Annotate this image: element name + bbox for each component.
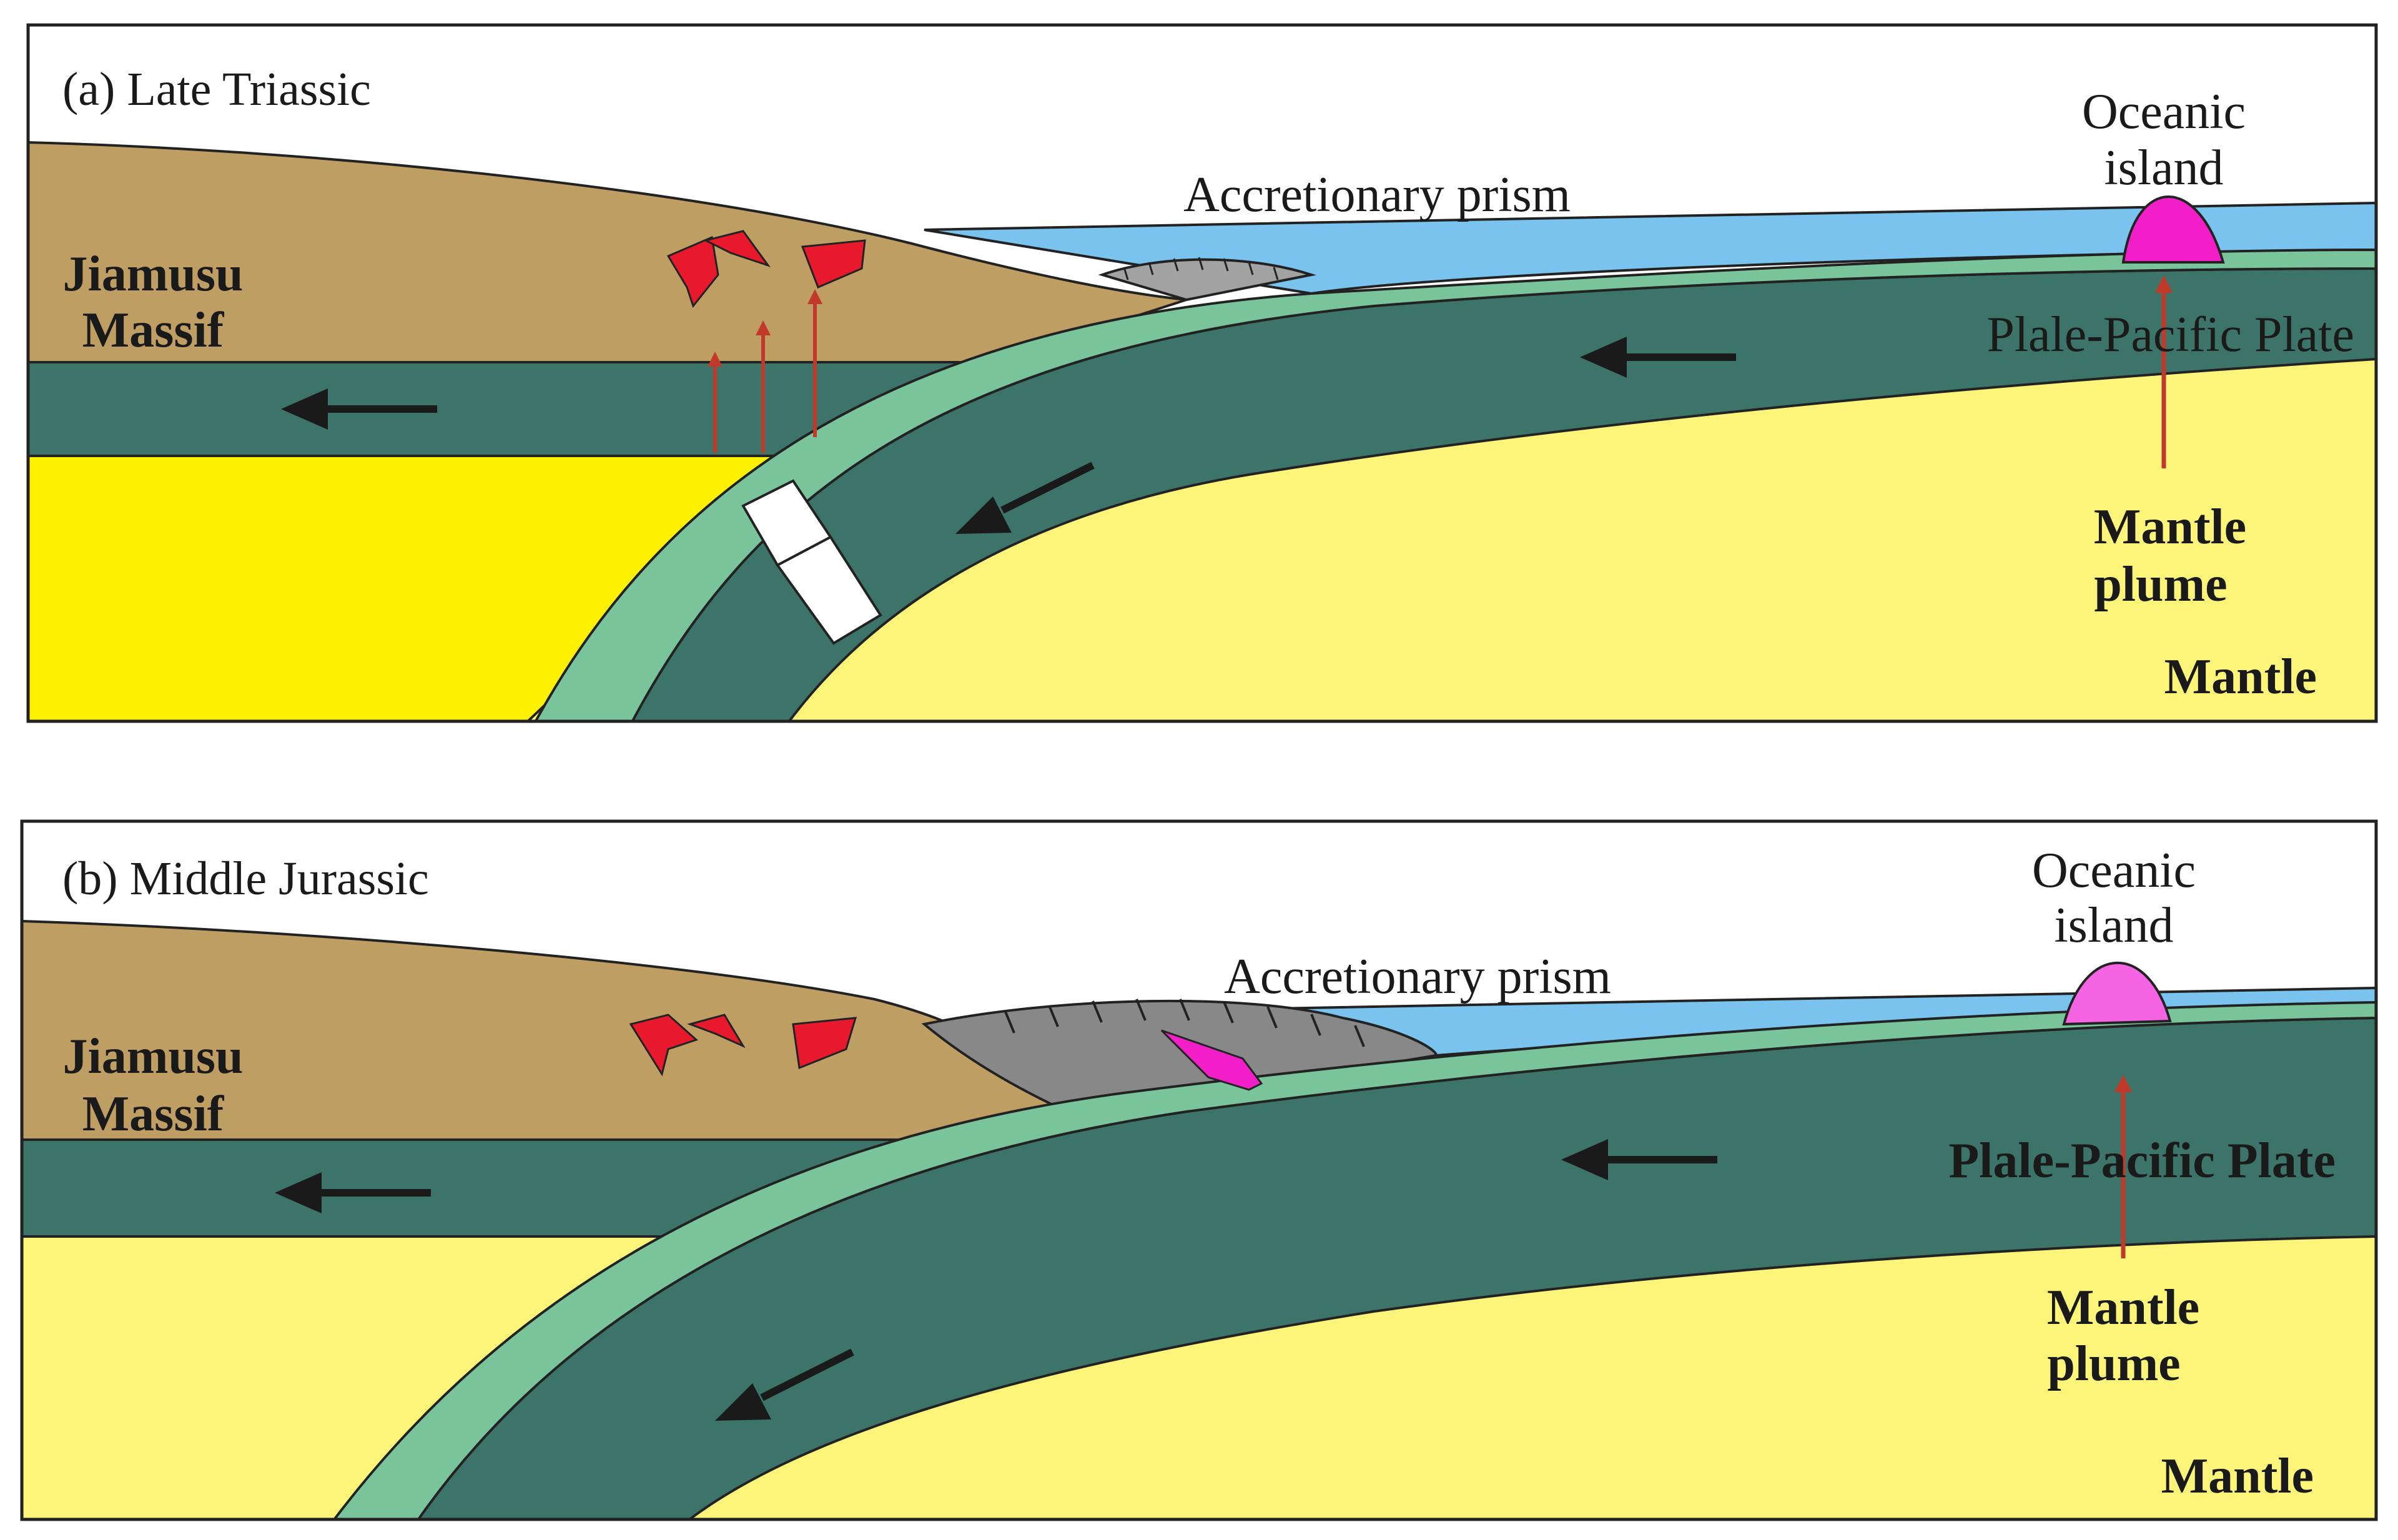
prism-hatch	[1273, 267, 1279, 280]
plate-label: Plale-Pacific Plate	[1986, 307, 2354, 362]
accretionary-prism-label: Accretionary prism	[1183, 167, 1571, 222]
panel-b-frame	[20, 819, 2378, 1521]
motion-arrow	[715, 1348, 854, 1421]
plate-label: Plale-Pacific Plate	[1948, 1133, 2336, 1188]
accretionary-prism	[921, 999, 1438, 1117]
massif-label: Massif	[82, 303, 225, 358]
continental-crust	[28, 141, 1187, 363]
motion-arrow	[281, 388, 437, 430]
prism-hatch	[1173, 258, 1179, 272]
motion-arrow	[275, 1172, 431, 1213]
motion-arrow	[955, 462, 1095, 534]
mantle-label: Mantle	[2161, 1449, 2314, 1504]
slab-tear-lower	[776, 535, 882, 645]
prism-hatch	[1248, 262, 1254, 275]
plume-label: plume	[2047, 1336, 2180, 1391]
panel-title: (a) Late Triassic	[62, 63, 371, 116]
magma-body	[801, 239, 866, 289]
panel-title: (b) Middle Jurassic	[62, 852, 429, 905]
massif-label: Jiamusu	[63, 247, 244, 302]
prism-hatch	[1198, 257, 1204, 270]
prism-hatch	[1310, 1014, 1321, 1036]
magma-body	[792, 1017, 857, 1070]
prism-hatch	[1092, 1000, 1103, 1023]
prism-hatch	[1148, 262, 1154, 275]
panel-a: (a) Late Triassic Jiamusu Massif Accreti…	[26, 23, 2378, 723]
prism-hatch	[1266, 1006, 1278, 1029]
oceanic-island-label: island	[2054, 898, 2173, 953]
panel-b: (b) Middle Jurassic Jiamusu Massif Accre…	[20, 819, 2378, 1521]
prism-hatch	[1123, 267, 1129, 280]
prism-hatch	[1223, 258, 1229, 272]
prism-hatch	[1135, 999, 1147, 1021]
massif-label: Jiamusu	[63, 1029, 244, 1084]
accretionary-prism	[1098, 258, 1312, 302]
prism-hatch	[1179, 999, 1190, 1021]
oceanic-crust	[534, 248, 2376, 721]
prism-hatch	[1354, 1025, 1365, 1047]
magma-body	[703, 230, 771, 267]
plume-label: Mantle	[2094, 500, 2246, 555]
magma-body	[1160, 1029, 1263, 1091]
oceanic-island-label: Oceanic	[2082, 84, 2246, 139]
magma-body	[687, 1014, 746, 1049]
magma-body	[629, 1014, 698, 1077]
prism-hatch	[1048, 1005, 1059, 1027]
prism-hatch	[1004, 1011, 1015, 1034]
motion-arrow	[1561, 1139, 1717, 1180]
plume-label: Mantle	[2047, 1280, 2199, 1335]
plume-label: plume	[2094, 557, 2227, 612]
massif-label: Massif	[82, 1087, 225, 1142]
oceanic-island	[2062, 961, 2172, 1026]
panel-a-frame	[26, 23, 2378, 723]
oceanic-island-label: island	[2104, 141, 2223, 195]
oceanic-island-label: Oceanic	[2032, 843, 2196, 898]
prism-hatch	[1223, 1001, 1234, 1024]
mantle-label: Mantle	[2164, 649, 2317, 704]
motion-arrow	[1580, 337, 1736, 378]
oceanic-crust	[332, 1000, 2376, 1519]
oceanic-island	[2121, 195, 2225, 264]
accretionary-prism-label: Accretionary prism	[1224, 949, 1611, 1004]
